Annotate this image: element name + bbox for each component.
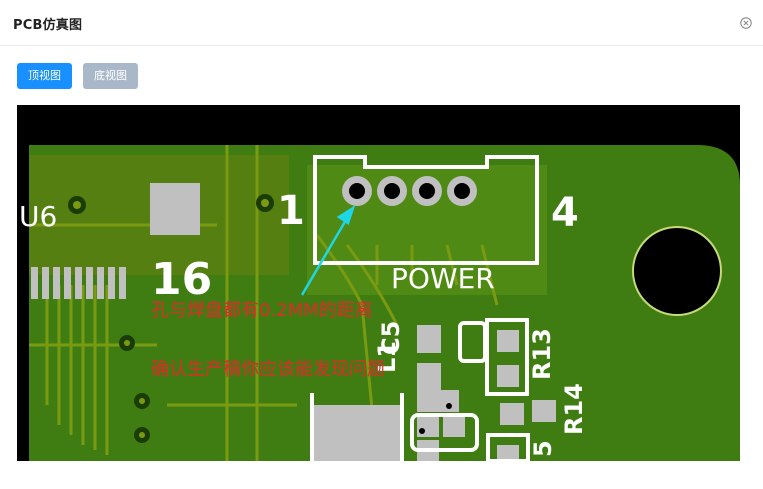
silk-r13-label: R13 [528,328,556,380]
silk-power-label: POWER [391,262,495,295]
annotation-clearance-note: 孔与焊盘都有0.2MM的距离 [151,300,373,321]
silk-r15-label: 5 [529,440,557,457]
bottom-view-button[interactable]: 底视图 [83,63,138,89]
pcb-board-image [29,145,740,461]
silk-pin1-label: 1 [277,188,305,234]
close-circle-icon[interactable] [740,17,752,29]
silk-r14-label: R14 [560,383,588,435]
dialog-header: PCB仿真图 [0,0,763,46]
silk-pin4-label: 4 [551,190,579,236]
silk-pin16-label: 16 [151,254,213,305]
silk-u6-label: U6 [19,200,58,233]
annotation-check-note: 确认生产稿你应该能发现问题 [151,359,385,380]
pcb-render-viewport[interactable]: U6 1 4 16 POWER C5 L1 R13 R14 5 孔与焊盘都有0.… [17,105,740,461]
dialog-title: PCB仿真图 [13,18,83,33]
top-view-button[interactable]: 顶视图 [17,63,72,89]
